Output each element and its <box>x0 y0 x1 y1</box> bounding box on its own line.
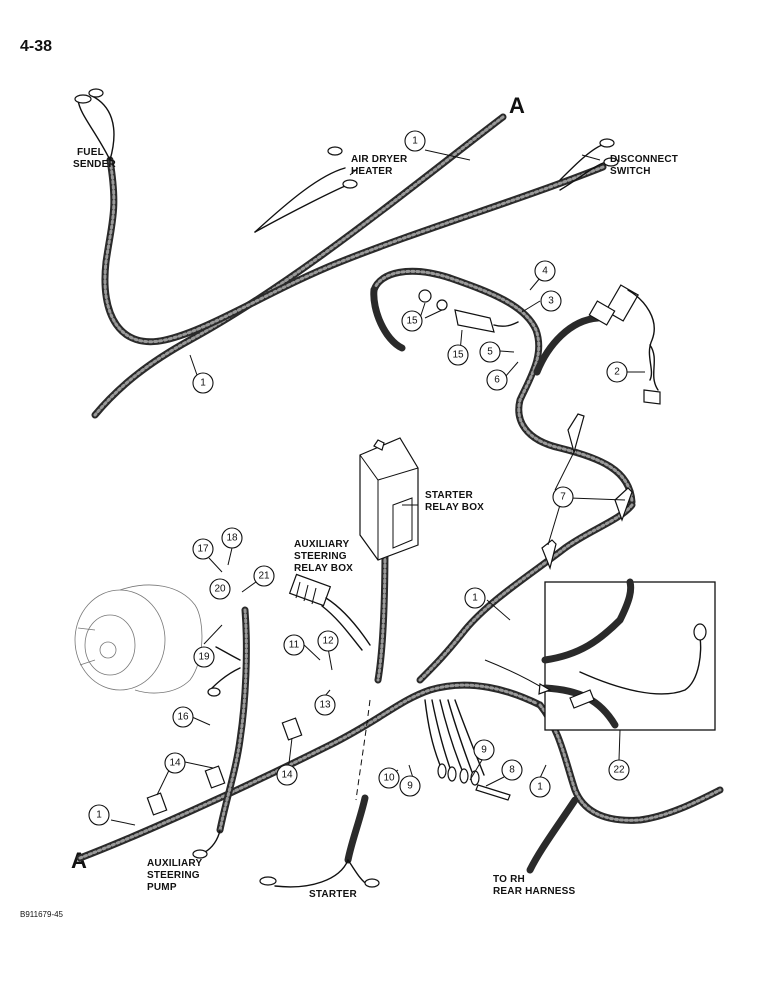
label-aux-steering-relay-box-2: STEERING <box>294 551 347 562</box>
callout-13: 13 <box>314 694 336 716</box>
callout-22: 22 <box>608 759 630 781</box>
callout-7: 7 <box>552 486 574 508</box>
figure-id: B911679-45 <box>20 910 64 919</box>
callout-2: 2 <box>606 361 628 383</box>
loop-clamps-7 <box>541 413 633 570</box>
callout-18: 18 <box>221 527 243 549</box>
svg-text:2: 2 <box>614 367 620 378</box>
callout-6: 6 <box>486 369 508 391</box>
callout-1-bottom-left: 1 <box>88 804 110 826</box>
callout-12: 12 <box>317 630 339 652</box>
svg-text:22: 22 <box>613 765 625 776</box>
svg-text:1: 1 <box>537 782 543 793</box>
aux-steering-relay-connector <box>288 573 371 651</box>
callout-16: 16 <box>172 706 194 728</box>
svg-text:10: 10 <box>383 773 395 784</box>
svg-text:15: 15 <box>452 350 464 361</box>
svg-text:15: 15 <box>406 316 418 327</box>
connector-bundle <box>424 699 511 801</box>
svg-text:20: 20 <box>214 584 226 595</box>
label-aux-steering-pump-1: AUXILIARY <box>147 858 202 869</box>
svg-text:14: 14 <box>281 770 293 781</box>
main-harness <box>76 113 724 874</box>
label-fuel-sender-2: SENDER <box>73 159 116 170</box>
label-aux-steering-pump-2: STEERING <box>147 870 200 881</box>
inset-pointer-arrow <box>538 682 552 695</box>
label-disconnect-switch-1: DISCONNECT <box>610 154 678 165</box>
svg-text:8: 8 <box>509 765 515 776</box>
callout-15-bottom: 15 <box>447 344 469 366</box>
svg-text:17: 17 <box>197 544 209 555</box>
svg-text:21: 21 <box>258 571 270 582</box>
callout-1-top: 1 <box>404 130 426 152</box>
starter-relay-box-body <box>359 437 419 561</box>
fuse-holder-15 <box>418 289 519 333</box>
svg-text:13: 13 <box>319 700 331 711</box>
svg-text:1: 1 <box>472 593 478 604</box>
callout-10: 10 <box>378 767 400 789</box>
callout-11: 11 <box>283 634 305 656</box>
svg-text:18: 18 <box>226 533 238 544</box>
svg-text:12: 12 <box>322 636 334 647</box>
label-starter-relay-box-1: STARTER <box>425 490 473 501</box>
callout-1-left: 1 <box>192 372 214 394</box>
label-air-dryer-heater-2: HEATER <box>351 166 393 177</box>
svg-text:1: 1 <box>96 810 102 821</box>
terminal-wires <box>74 88 619 888</box>
svg-text:5: 5 <box>487 347 493 358</box>
callout-19: 19 <box>193 646 215 668</box>
callout-21: 21 <box>253 565 275 587</box>
detail-inset <box>541 578 716 731</box>
label-to-rh-rear-harness-1: TO RH <box>493 874 525 885</box>
svg-text:16: 16 <box>177 712 189 723</box>
callout-4: 4 <box>534 260 556 282</box>
callout-9-left: 9 <box>399 775 421 797</box>
label-fuel-sender-1: FUEL <box>77 147 104 158</box>
callout-15-top: 15 <box>401 310 423 332</box>
svg-text:9: 9 <box>481 745 487 756</box>
page-number: 4-38 <box>20 38 52 55</box>
label-aux-steering-relay-box-3: RELAY BOX <box>294 563 353 574</box>
match-mark-top: A <box>509 93 525 118</box>
callout-8: 8 <box>501 759 523 781</box>
callout-17: 17 <box>192 538 214 560</box>
alternator-ghost <box>74 584 203 694</box>
svg-text:3: 3 <box>548 296 554 307</box>
svg-text:9: 9 <box>407 781 413 792</box>
svg-text:19: 19 <box>198 652 210 663</box>
label-air-dryer-heater-1: AIR DRYER <box>351 154 408 165</box>
svg-text:14: 14 <box>169 758 181 769</box>
label-to-rh-rear-harness-2: REAR HARNESS <box>493 886 576 897</box>
callout-3: 3 <box>540 290 562 312</box>
label-aux-steering-pump-3: PUMP <box>147 882 177 893</box>
svg-text:6: 6 <box>494 375 500 386</box>
callout-9-right: 9 <box>473 739 495 761</box>
callout-14-right: 14 <box>276 764 298 786</box>
label-disconnect-switch-2: SWITCH <box>610 166 651 177</box>
label-starter-relay-box-2: RELAY BOX <box>425 502 484 513</box>
svg-text:4: 4 <box>542 266 548 277</box>
label-starter: STARTER <box>309 889 357 900</box>
svg-text:1: 1 <box>412 136 418 147</box>
callout-5: 5 <box>479 341 501 363</box>
callout-1-bottom-right: 1 <box>529 776 551 798</box>
svg-text:1: 1 <box>200 378 206 389</box>
svg-text:7: 7 <box>560 492 566 503</box>
callout-1-mid: 1 <box>464 587 486 609</box>
label-aux-steering-relay-box-1: AUXILIARY <box>294 539 349 550</box>
disconnect-switch-coil <box>588 284 661 405</box>
harness-clamps-14 <box>146 717 303 816</box>
svg-text:11: 11 <box>289 640 300 651</box>
callout-14-left: 14 <box>164 752 186 774</box>
callout-20: 20 <box>209 578 231 600</box>
